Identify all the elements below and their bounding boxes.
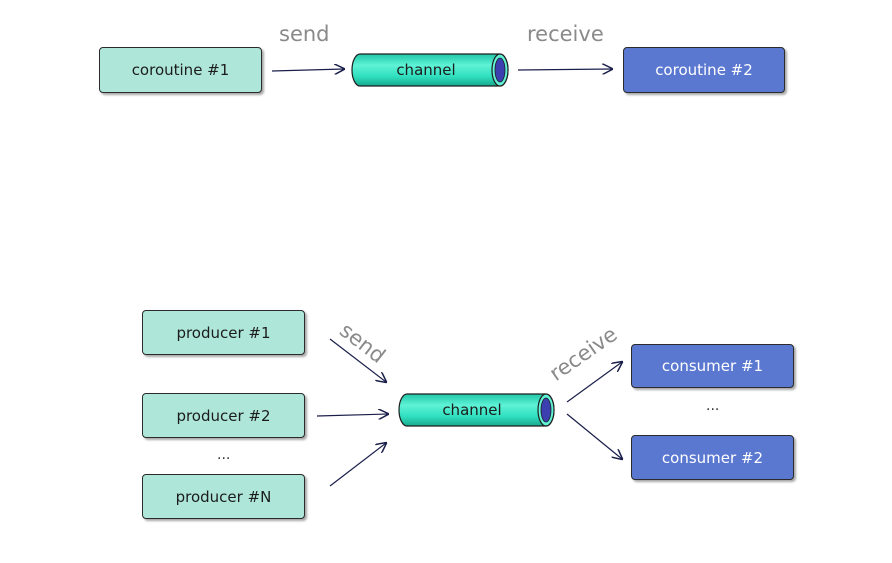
producer-ellipsis: ... [217, 447, 231, 463]
arrow-consumer-2 [566, 413, 622, 459]
arrow-producer-1 [329, 338, 386, 382]
arrow-receive-top [517, 69, 612, 70]
producer-1-node: producer #1 [142, 310, 305, 355]
consumer-1-node: consumer #1 [631, 344, 794, 388]
channel-label-top: channel [396, 61, 456, 79]
consumer-ellipsis: ... [706, 398, 720, 414]
consumer-2-node: consumer #2 [631, 435, 794, 480]
receive-label-top: receive [527, 22, 604, 46]
coroutine-1-node: coroutine #1 [99, 47, 262, 93]
arrow-consumer-1 [566, 362, 622, 403]
producer-2-node: producer #2 [142, 393, 305, 438]
send-label-top: send [279, 22, 330, 46]
channel-label-bottom: channel [442, 401, 502, 419]
arrow-send-top [271, 69, 344, 71]
arrow-producer-2 [316, 414, 388, 416]
producer-n-node: producer #N [142, 474, 305, 519]
arrow-producer-n [329, 443, 386, 487]
channel-pipe-top [351, 53, 509, 87]
channel-pipe-bottom [398, 393, 555, 427]
coroutine-2-node: coroutine #2 [623, 47, 785, 93]
